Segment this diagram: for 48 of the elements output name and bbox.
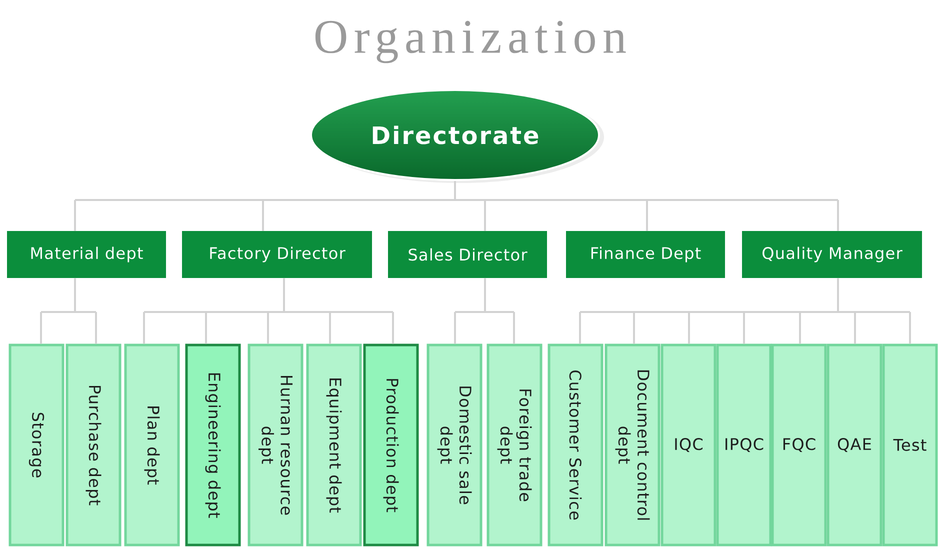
connector-line xyxy=(40,312,42,344)
department-box: Equipment dept xyxy=(306,344,362,546)
connector-line xyxy=(633,312,635,344)
department-box: Hurnan resource dept xyxy=(248,344,304,546)
department-box: Test xyxy=(882,344,938,546)
connector-line xyxy=(579,277,911,313)
connector-line xyxy=(646,200,648,231)
connector-line xyxy=(267,312,269,344)
connector-line xyxy=(837,200,839,231)
connector-line xyxy=(579,312,581,344)
title: Organization xyxy=(315,20,626,64)
department-box: Factory Director xyxy=(182,231,372,278)
department-box: QAE xyxy=(826,344,882,546)
department-box: Material dept xyxy=(7,231,166,278)
department-box: Purchase dept xyxy=(66,344,122,546)
department-box: Customer Service xyxy=(548,344,604,546)
department-box: Storage xyxy=(8,344,64,546)
connector-line xyxy=(143,312,145,344)
department-box: Sales Director xyxy=(388,231,547,278)
department-box: IPQC xyxy=(716,344,772,546)
connector-line xyxy=(262,200,264,231)
department-box: Finance Dept xyxy=(566,231,725,278)
department-box: Quality Manager xyxy=(742,231,922,278)
department-box: FQC xyxy=(771,344,827,546)
connector-line xyxy=(799,312,801,344)
department-box: Production dept xyxy=(363,344,419,546)
connector-line xyxy=(454,312,456,344)
department-box: Foreign trade dept xyxy=(486,344,542,546)
connector-line xyxy=(854,312,856,344)
department-box: Domestic sale dept xyxy=(426,344,482,546)
department-box: Plan dept xyxy=(124,344,180,546)
department-box: Document control dept xyxy=(604,344,660,546)
connector-line xyxy=(205,312,207,344)
connector-line xyxy=(513,312,515,344)
connector-line xyxy=(40,277,97,313)
connector-line xyxy=(484,200,486,231)
connector-line xyxy=(143,277,394,313)
department-box: IQC xyxy=(660,344,716,546)
connector-line xyxy=(909,312,911,344)
connector-line xyxy=(454,277,515,313)
connector-line xyxy=(74,180,839,201)
connector-line xyxy=(329,312,331,344)
connector-line xyxy=(743,312,745,344)
connector-line xyxy=(688,312,690,344)
connector-line xyxy=(392,312,394,344)
department-box: Engineering dept xyxy=(185,344,241,546)
connector-line xyxy=(95,312,97,344)
connector-line xyxy=(74,200,76,231)
